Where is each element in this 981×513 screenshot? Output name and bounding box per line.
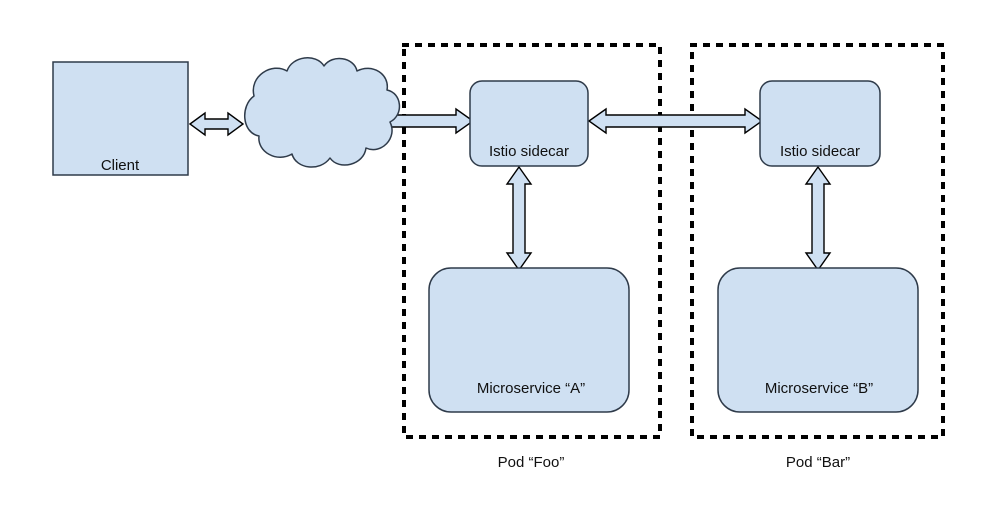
pod-foo-border[interactable]: [402, 43, 662, 439]
sidecar-foo-box[interactable]: [469, 80, 589, 167]
node-network-cloud[interactable]: [244, 57, 401, 168]
double-arrow-icon: [188, 111, 245, 137]
pod-bar-label: Pod “Bar”: [786, 454, 850, 471]
sidecar-bar-box[interactable]: [759, 80, 881, 167]
microservice-a-label: Microservice “A”: [477, 380, 585, 397]
double-arrow-icon: [587, 107, 764, 135]
pod-bar-border[interactable]: [690, 43, 945, 439]
pod-foo-label: Pod “Foo”: [498, 454, 565, 471]
client-label: Client: [101, 157, 140, 174]
microservice-b-label: Microservice “B”: [765, 380, 873, 397]
sidecar-foo-label: Istio sidecar: [489, 143, 569, 160]
pod-foo-group[interactable]: Pod “Foo”: [402, 43, 662, 471]
connector-sidecar-foo-to-sidecar-bar[interactable]: [587, 107, 764, 135]
microservice-a-box[interactable]: [428, 267, 630, 413]
microservice-b-box[interactable]: [717, 267, 919, 413]
cloud-icon[interactable]: [244, 57, 401, 168]
double-arrow-icon: [804, 165, 832, 272]
node-sidecar-foo[interactable]: Istio sidecar: [469, 80, 589, 167]
node-sidecar-bar[interactable]: Istio sidecar: [759, 80, 881, 167]
client-box[interactable]: [52, 61, 189, 176]
connector-client-to-cloud[interactable]: [188, 111, 245, 137]
node-client[interactable]: Client: [52, 61, 189, 176]
sidecar-bar-label: Istio sidecar: [780, 143, 860, 160]
pod-bar-group[interactable]: Pod “Bar”: [690, 43, 945, 471]
node-microservice-a[interactable]: Microservice “A”: [428, 267, 630, 413]
double-arrow-icon: [505, 165, 533, 272]
node-microservice-b[interactable]: Microservice “B”: [717, 267, 919, 413]
connector-sidecar-bar-to-microservice-b[interactable]: [804, 165, 832, 272]
connector-sidecar-foo-to-microservice-a[interactable]: [505, 165, 533, 272]
